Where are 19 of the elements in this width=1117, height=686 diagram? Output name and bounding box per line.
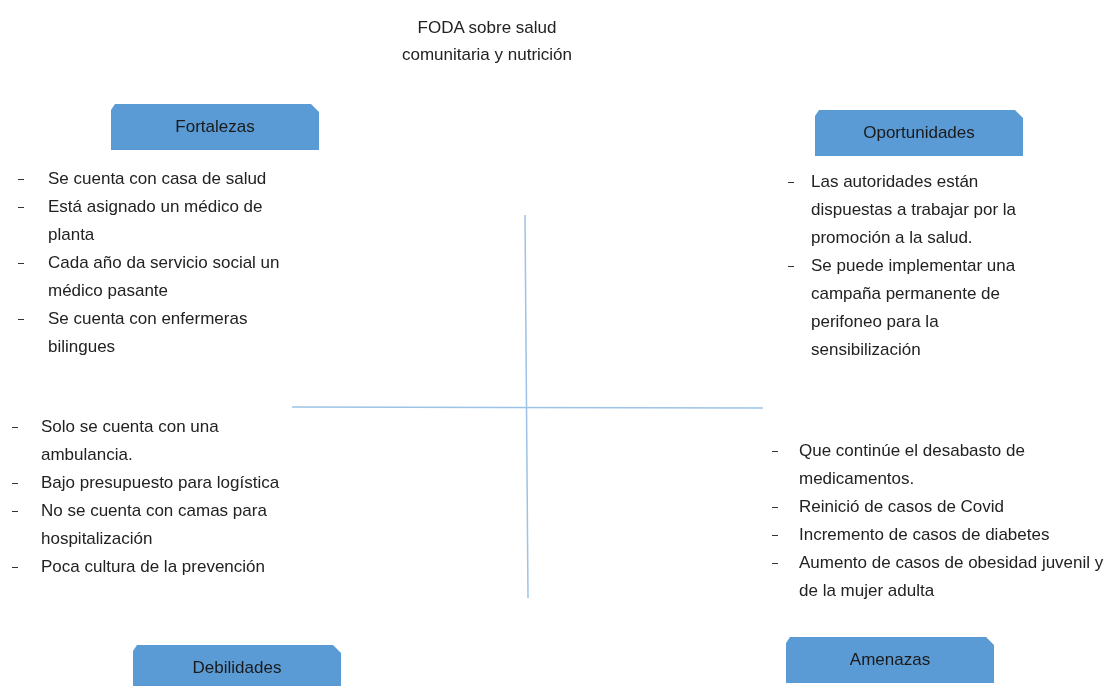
heading-tab: Amenazas: [786, 637, 994, 683]
list-item: Bajo presupuesto para logística: [41, 473, 280, 492]
list-item: No se cuenta con camas para hospitalización: [41, 501, 267, 548]
heading-tab: Oportunidades: [815, 110, 1023, 156]
list-item: Se cuenta con enfermeras bilingues: [48, 309, 248, 356]
list-item: Aumento de casos de obesidad juvenil y de la mujer adulta: [799, 553, 1104, 600]
list-item: Está asignado un médico de planta: [48, 197, 263, 244]
list-item: Se puede implementar una campaña permanente de perifoneo para la sensibilización: [811, 256, 1016, 359]
list-item: Cada año da servicio social un médico pasante: [48, 253, 280, 300]
list-item: Poca cultura de la prevención: [41, 557, 265, 576]
list-item: Las autoridades están dispuestas a trabajar por la promoción a la salud.: [811, 172, 1017, 247]
list-item: Reinició de casos de Covid: [799, 497, 1005, 516]
heading-tab: Debilidades: [133, 645, 341, 686]
list-item: Que continúe el desabasto de medicamentos.: [799, 441, 1025, 488]
title: FODA sobre salud comunitaria y nutrición: [400, 17, 574, 66]
list-item: Se cuenta con casa de salud: [48, 169, 267, 188]
heading-tab: Fortalezas: [111, 104, 319, 150]
list-item: Solo se cuenta con una ambulancia.: [41, 417, 219, 464]
list-item: Incremento de casos de diabetes: [799, 525, 1050, 544]
